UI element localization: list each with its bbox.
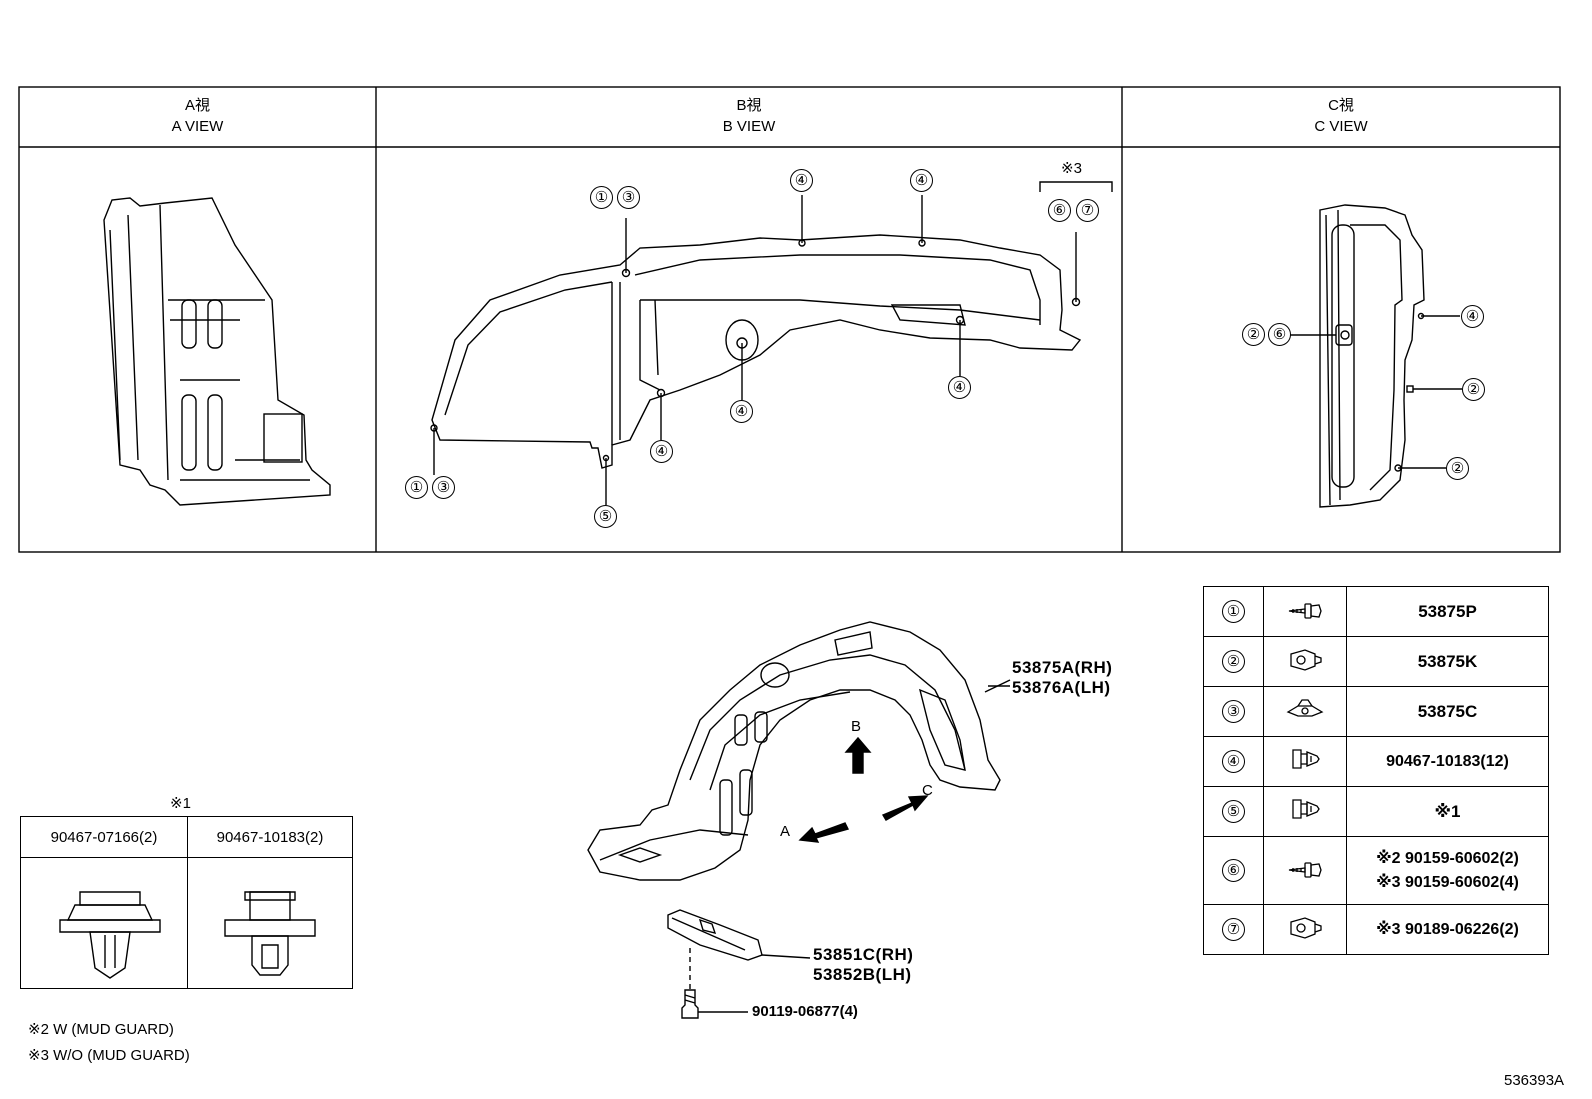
arrow-b-label: B bbox=[851, 718, 862, 735]
fastener-row: ⑦ ※3 90189-06226(2) bbox=[1203, 904, 1549, 955]
fastener-part-cell: 53875P bbox=[1346, 586, 1549, 637]
nut-icon bbox=[1285, 917, 1325, 944]
a-view-drawing bbox=[103, 197, 331, 506]
fastener-part-number: 53875P bbox=[1418, 601, 1477, 621]
fastener-row: ③ 53875C bbox=[1203, 686, 1549, 737]
fastener-number: ⑤ bbox=[1222, 800, 1245, 823]
fastener-number: ⑦ bbox=[1222, 918, 1245, 941]
fastener-row: ② 53875K bbox=[1203, 636, 1549, 687]
clips-col1-header: 90467-07166(2) bbox=[20, 816, 188, 858]
fender-liner-drawing bbox=[587, 621, 1011, 881]
c-view-header: C視 C VIEW bbox=[1314, 97, 1368, 135]
fastener-part-cell: ※3 90189-06226(2) bbox=[1346, 904, 1549, 955]
push-clip-icon bbox=[1285, 749, 1325, 778]
clip-10183-cell bbox=[187, 857, 353, 989]
b-callout-6: ⑥ bbox=[1048, 199, 1071, 222]
fastener-part-number: ※2 90159-60602(2) bbox=[1376, 849, 1519, 867]
views-frame bbox=[18, 86, 1561, 553]
fastener-part-cell: ※2 90159-60602(2) ※3 90159-60602(4) bbox=[1346, 836, 1549, 905]
b-view-drawing bbox=[430, 181, 1113, 505]
b-callout-4-top-b: ④ bbox=[910, 169, 933, 192]
bracket-part-rh: 53851C(RH) bbox=[813, 945, 914, 964]
fastener-part-number: ※3 90159-60602(4) bbox=[1376, 873, 1519, 891]
fastener-part-cell: 90467-10183(12) bbox=[1346, 736, 1549, 787]
clip-nut-icon bbox=[1284, 699, 1326, 726]
fastener-icon-cell bbox=[1263, 786, 1347, 837]
fastener-num-cell: ⑤ bbox=[1203, 786, 1264, 837]
b-callout-1-top: ① bbox=[590, 186, 613, 209]
b-ref3-mark: ※3 bbox=[1061, 160, 1082, 177]
fastener-icon-cell bbox=[1263, 586, 1347, 637]
c-callout-4-right: ④ bbox=[1461, 305, 1484, 328]
fastener-icon-cell bbox=[1263, 686, 1347, 737]
b-callout-3-bottom: ③ bbox=[432, 476, 455, 499]
a-view-header: A視 A VIEW bbox=[171, 97, 224, 135]
fastener-part-cell: ※1 bbox=[1346, 786, 1549, 837]
fastener-part-number: ※3 90189-06226(2) bbox=[1376, 920, 1519, 938]
b-callout-4-top-a: ④ bbox=[790, 169, 813, 192]
fastener-icon-cell bbox=[1263, 636, 1347, 687]
fastener-row: ① 53875P bbox=[1203, 586, 1549, 637]
b-callout-7: ⑦ bbox=[1076, 199, 1099, 222]
note-mud-guard-wo: ※3 W/O (MUD GUARD) bbox=[28, 1047, 190, 1064]
push-clip-icon bbox=[1285, 799, 1325, 828]
arrow-a-label: A bbox=[780, 823, 791, 840]
b-callout-4-mid: ④ bbox=[730, 400, 753, 423]
note-mud-guard-w: ※2 W (MUD GUARD) bbox=[28, 1021, 174, 1038]
fastener-number: ② bbox=[1222, 650, 1245, 673]
fastener-table: ① 53875P ② 53875K ③ 53875C ④ 90467-10183(12) ⑤ ※1… bbox=[1203, 586, 1549, 955]
fastener-part-number: 53875C bbox=[1417, 701, 1478, 721]
clips-ref-mark: ※1 bbox=[170, 795, 191, 812]
b-callout-4-low: ④ bbox=[650, 440, 673, 463]
c-callout-2-right-a: ② bbox=[1462, 378, 1485, 401]
fastener-number: ① bbox=[1222, 600, 1245, 623]
c-callout-2-left: ② bbox=[1242, 323, 1265, 346]
fastener-part-cell: 53875C bbox=[1346, 686, 1549, 737]
nut-icon bbox=[1285, 649, 1325, 676]
fastener-num-cell: ② bbox=[1203, 636, 1264, 687]
fastener-icon-cell bbox=[1263, 904, 1347, 955]
fastener-part-number: 53875K bbox=[1417, 651, 1478, 671]
fastener-part-cell: 53875K bbox=[1346, 636, 1549, 687]
c-callout-6-left: ⑥ bbox=[1268, 323, 1291, 346]
fastener-number: ④ bbox=[1222, 750, 1245, 773]
liner-part-lh: 53876A(LH) bbox=[1012, 678, 1111, 697]
fastener-row: ④ 90467-10183(12) bbox=[1203, 736, 1549, 787]
fastener-num-cell: ④ bbox=[1203, 736, 1264, 787]
liner-part-rh: 53875A(RH) bbox=[1012, 658, 1113, 677]
fastener-row: ⑤ ※1 bbox=[1203, 786, 1549, 837]
fastener-num-cell: ⑥ bbox=[1203, 836, 1264, 905]
fastener-icon-cell bbox=[1263, 736, 1347, 787]
b-view-header: B視 B VIEW bbox=[722, 97, 776, 135]
fastener-num-cell: ③ bbox=[1203, 686, 1264, 737]
bracket-drawing bbox=[667, 685, 1010, 1019]
fastener-part-number: 90467-10183(12) bbox=[1386, 752, 1509, 770]
fastener-num-cell: ⑦ bbox=[1203, 904, 1264, 955]
fastener-row: ⑥ ※2 90159-60602(2) ※3 90159-60602(4) bbox=[1203, 836, 1549, 905]
c-callout-2-right-b: ② bbox=[1446, 457, 1469, 480]
b-callout-3-top: ③ bbox=[617, 186, 640, 209]
screw-icon bbox=[1285, 603, 1325, 625]
clips-table: 90467-07166(2) 90467-10183(2) bbox=[20, 816, 353, 989]
fastener-number: ⑥ bbox=[1222, 859, 1245, 882]
fastener-num-cell: ① bbox=[1203, 586, 1264, 637]
clips-col2-header: 90467-10183(2) bbox=[187, 816, 353, 858]
fastener-number: ③ bbox=[1222, 700, 1245, 723]
arrow-c-label: C bbox=[922, 782, 933, 799]
clip-7166-cell bbox=[20, 857, 188, 989]
fastener-part-number: ※1 bbox=[1434, 801, 1461, 821]
diagram-id: 536393A bbox=[1504, 1072, 1565, 1089]
screw-icon bbox=[1285, 862, 1325, 884]
bolt-part: 90119-06877(4) bbox=[752, 1003, 858, 1020]
c-view-drawing bbox=[1290, 204, 1462, 508]
b-callout-5: ⑤ bbox=[594, 505, 617, 528]
fastener-icon-cell bbox=[1263, 836, 1347, 905]
b-callout-1-bottom: ① bbox=[405, 476, 428, 499]
b-callout-4-right: ④ bbox=[948, 376, 971, 399]
bracket-part-lh: 53852B(LH) bbox=[813, 965, 912, 984]
